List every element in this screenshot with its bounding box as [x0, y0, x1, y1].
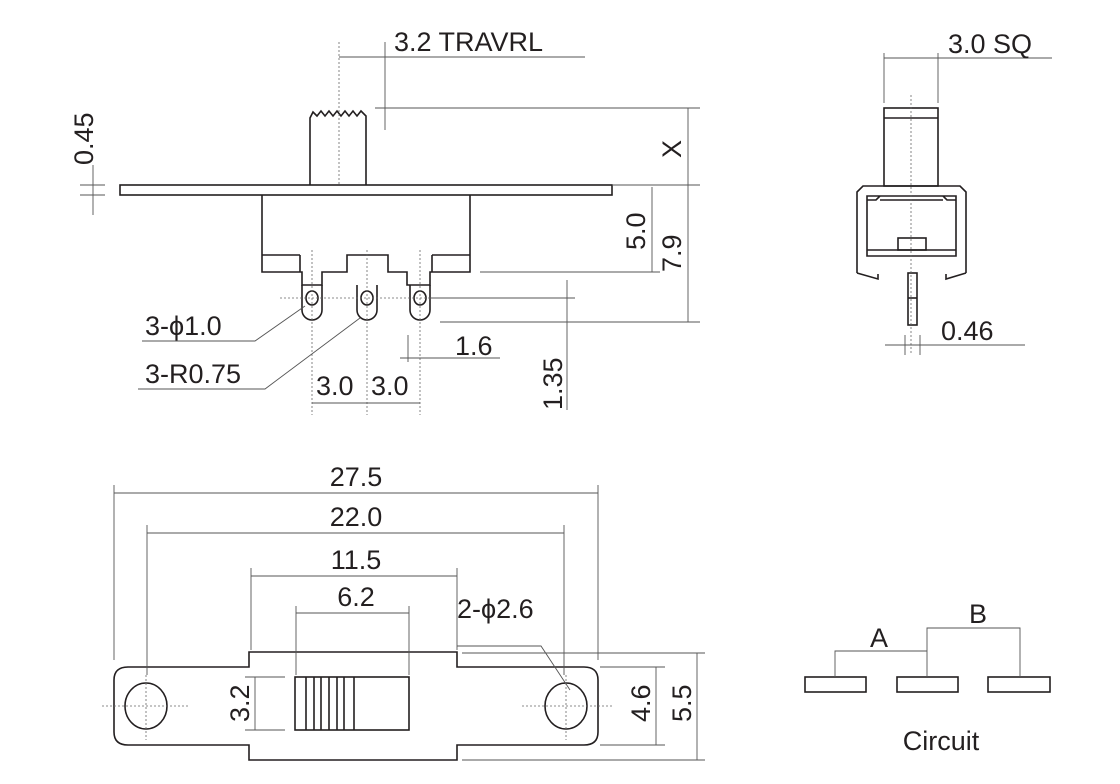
slot-length-label: 6.2 — [337, 582, 375, 612]
body-height-label: 5.0 — [621, 212, 651, 250]
total-height-label: 7.9 — [657, 234, 687, 272]
contact-3 — [987, 676, 1051, 693]
terminal-pitch-1-label: 3.0 — [316, 371, 354, 401]
body-width-label: 5.5 — [667, 684, 697, 722]
contact-1 — [804, 676, 867, 693]
centerlines — [280, 42, 430, 415]
bottom-view: 27.5 22.0 11.5 6.2 2-ϕ2.6 3.2 4.6 5.5 — [102, 462, 705, 761]
actuator — [294, 676, 410, 731]
radius-leader — [138, 317, 361, 390]
body-clips — [856, 272, 967, 281]
side-view: 3.0 SQ 0.46 — [856, 29, 1052, 355]
terminal-hole-callout: 3-ϕ1.0 — [145, 311, 222, 341]
hole-offset-label: 1.35 — [538, 357, 568, 410]
switch-body — [261, 195, 471, 286]
terminal-pin — [907, 272, 918, 326]
terminal-width-label: 1.6 — [455, 331, 493, 361]
flange-width-label: 4.6 — [626, 684, 656, 722]
circuit-label-b: B — [969, 599, 987, 629]
actuator-ridges — [305, 677, 355, 730]
circuit-path-b — [926, 627, 1021, 677]
circuit-path-a — [834, 650, 927, 677]
flange-thickness-label: 0.45 — [69, 112, 99, 165]
slider-contact — [897, 237, 927, 251]
hole-leader — [142, 305, 306, 342]
mounting-plate — [113, 651, 599, 761]
actuator — [309, 109, 367, 185]
actuator-size-label: 3.0 SQ — [948, 29, 1032, 59]
circuit-label-a: A — [870, 623, 888, 653]
pin-thickness-label: 0.46 — [941, 316, 994, 346]
contact-2 — [896, 676, 959, 693]
actuator-height-label: X — [657, 140, 687, 158]
body-length-label: 11.5 — [331, 545, 382, 575]
switch-body — [856, 185, 967, 273]
circuit-diagram: A B Circuit — [804, 599, 1051, 756]
terminals — [301, 285, 431, 321]
travel-label: 3.2 TRAVRL — [394, 27, 543, 57]
body-step — [262, 254, 470, 272]
front-view: 3.2 TRAVRL 0.45 X 5.0 7.9 1.35 1.6 3.0 3… — [69, 27, 700, 415]
mount-hole-callout: 2-ϕ2.6 — [457, 594, 534, 624]
terminal-radius-callout: 3-R0.75 — [145, 359, 241, 389]
body-window — [866, 195, 957, 257]
mounting-flange — [119, 184, 613, 196]
hole-spacing-label: 22.0 — [330, 502, 383, 532]
circuit-title: Circuit — [903, 726, 980, 756]
overall-length-label: 27.5 — [330, 462, 383, 492]
actuator-width-label: 3.2 — [225, 684, 255, 722]
terminal-pitch-2-label: 3.0 — [371, 371, 409, 401]
